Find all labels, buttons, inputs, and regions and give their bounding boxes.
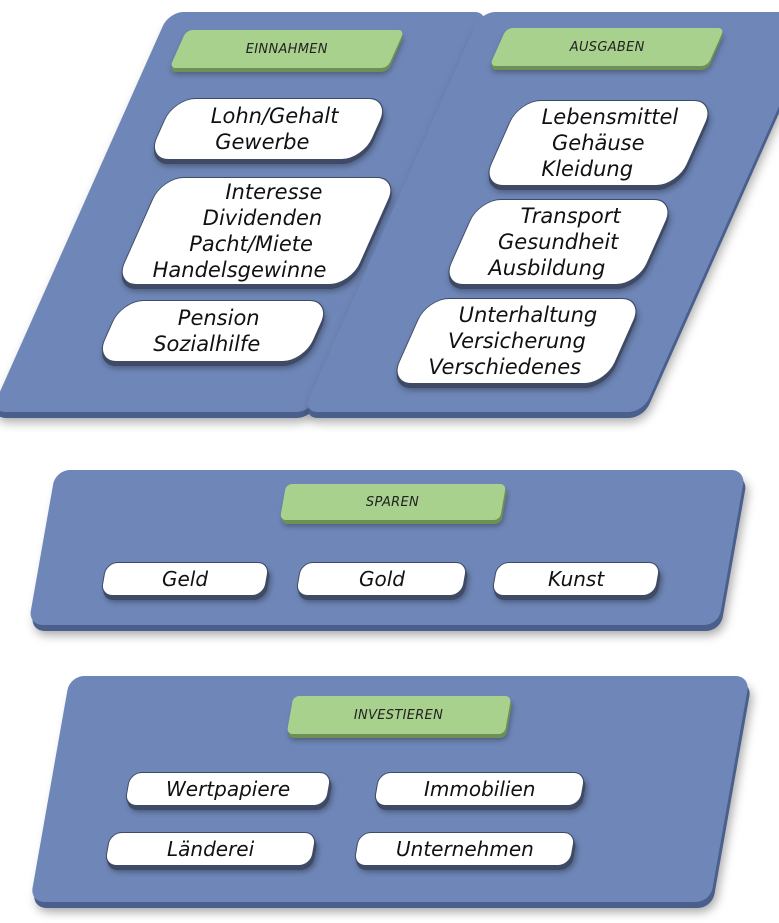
expenses-item: Ausbildung xyxy=(488,256,606,280)
savings-item-box: Geld xyxy=(100,562,270,596)
income-group-2: Interesse Dividenden Pacht/Miete Handels… xyxy=(113,177,400,285)
income-group-3: Pension Sozialhilfe xyxy=(94,300,332,362)
expenses-item: Gehäuse xyxy=(552,131,645,155)
investing-item: Immobilien xyxy=(423,777,536,801)
investing-item-box: Wertpapiere xyxy=(124,772,332,806)
savings-header: SPAREN xyxy=(279,484,507,520)
income-item: Pension xyxy=(177,306,260,330)
expenses-item: Gesundheit xyxy=(498,230,619,254)
savings-item-box: Kunst xyxy=(491,562,661,596)
income-item: Lohn/Gehalt xyxy=(210,104,339,128)
savings-item: Kunst xyxy=(547,567,605,591)
income-item: Sozialhilfe xyxy=(153,332,261,356)
savings-item-box: Gold xyxy=(295,562,468,596)
income-item: Gewerbe xyxy=(215,130,310,154)
savings-item: Geld xyxy=(161,567,209,591)
income-item: Handelsgewinne xyxy=(152,258,327,282)
investing-header: INVESTIEREN xyxy=(286,696,512,734)
expenses-item: Lebensmittel xyxy=(541,105,679,129)
income-item: Pacht/Miete xyxy=(188,232,313,256)
investing-item: Unternehmen xyxy=(395,837,534,861)
income-item: Interesse xyxy=(225,180,323,204)
expenses-group-2: Transport Gesundheit Ausbildung xyxy=(440,199,677,285)
expenses-item: Kleidung xyxy=(541,157,633,181)
expenses-group-3: Unterhaltung Versicherung Verschiedenes xyxy=(388,298,645,384)
investing-item-box: Länderei xyxy=(104,832,317,866)
expenses-item: Transport xyxy=(520,204,621,228)
expenses-item: Versicherung xyxy=(447,329,586,353)
expenses-item: Unterhaltung xyxy=(458,303,598,327)
investing-item-box: Unternehmen xyxy=(353,832,576,866)
income-group-1: Lohn/Gehalt Gewerbe xyxy=(146,98,391,160)
expenses-item: Verschiedenes xyxy=(428,355,582,379)
expenses-header: AUSGABEN xyxy=(489,28,725,66)
income-item: Dividenden xyxy=(202,206,322,230)
investing-item: Wertpapiere xyxy=(165,777,291,801)
income-header: EINNAHMEN xyxy=(169,30,405,68)
investing-item: Länderei xyxy=(166,837,255,861)
expenses-group-1: Lebensmittel Gehäuse Kleidung xyxy=(480,100,717,186)
investing-item-box: Immobilien xyxy=(373,772,586,806)
savings-item: Gold xyxy=(358,567,405,591)
